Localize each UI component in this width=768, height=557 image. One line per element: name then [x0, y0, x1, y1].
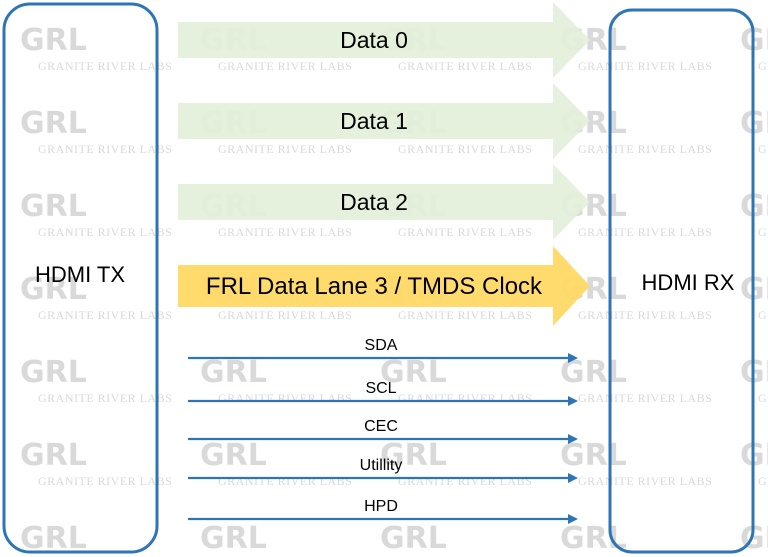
watermark-text: GRANITE RIVER LABS: [398, 474, 532, 488]
watermark-text: GRANITE RIVER LABS: [578, 474, 712, 488]
lane-label-0: Data 0: [340, 27, 408, 53]
watermark-text: GRANITE RIVER LABS: [38, 308, 172, 322]
signal-label-hpd: HPD: [364, 498, 398, 515]
watermark-logo: GRL: [20, 438, 87, 473]
watermark-logo: GRL: [380, 521, 447, 556]
watermark-text: GRANITE RIVER LABS: [38, 59, 172, 73]
lane-label-2: Data 2: [340, 189, 408, 215]
watermark-text: GRANITE RIVER LABS: [758, 59, 768, 73]
lane-label-1: Data 1: [340, 108, 408, 134]
watermark-text: GRANITE RIVER LABS: [758, 308, 768, 322]
watermark-text: GRANITE RIVER LABS: [578, 391, 712, 405]
signal-arrowhead: [568, 353, 578, 363]
watermark-text: GRANITE RIVER LABS: [38, 474, 172, 488]
watermark-text: GRANITE RIVER LABS: [218, 142, 352, 156]
watermark-text: GRANITE RIVER LABS: [218, 474, 352, 488]
watermark-text: GRANITE RIVER LABS: [398, 142, 532, 156]
signal-label-scl: SCL: [365, 380, 396, 397]
watermark-logo: GRL: [20, 272, 87, 307]
watermark-logo: GRL: [20, 521, 87, 556]
watermark-text: GRANITE RIVER LABS: [758, 474, 768, 488]
watermark-text: GRANITE RIVER LABS: [38, 225, 172, 239]
watermark-text: GRANITE RIVER LABS: [218, 59, 352, 73]
watermark-logo: GRL: [200, 521, 267, 556]
watermark-logo: GRL: [20, 23, 87, 58]
lane-arrow-1: [178, 83, 590, 159]
watermark-logo: GRL: [380, 438, 447, 473]
tx-box-label: HDMI TX: [35, 262, 125, 287]
watermark-text: GRANITE RIVER LABS: [218, 308, 352, 322]
watermark-text: GRANITE RIVER LABS: [398, 391, 532, 405]
lane-arrows: Data 0 Data 1 Data 2 FRL Data Lane 3 / TMDS…: [178, 2, 590, 326]
watermark-text: GRANITE RIVER LABS: [398, 308, 532, 322]
lane-arrow-3: [178, 246, 590, 326]
watermark-text: GRANITE RIVER LABS: [578, 59, 712, 73]
watermark-text: GRANITE RIVER LABS: [758, 391, 768, 405]
watermark-logo: GRL: [380, 355, 447, 390]
watermark-logo: GRL: [200, 438, 267, 473]
signal-label-cec: CEC: [364, 418, 398, 435]
signal-arrowhead: [568, 434, 578, 444]
tx-box: [2, 2, 159, 554]
watermark-logo: GRL: [20, 189, 87, 224]
watermark-text: GRANITE RIVER LABS: [758, 142, 768, 156]
lane-arrow-0: [178, 2, 590, 78]
watermark-logo: GRL: [20, 355, 87, 390]
watermark-text: GRANITE RIVER LABS: [578, 142, 712, 156]
signal-arrowhead: [568, 473, 578, 483]
watermark-text: GRANITE RIVER LABS: [398, 59, 532, 73]
signal-label-utillity: Utillity: [360, 457, 403, 474]
watermark-logo: GRL: [200, 355, 267, 390]
watermark-text: GRANITE RIVER LABS: [398, 225, 532, 239]
lane-arrow-2: [178, 164, 590, 240]
watermark-text: GRANITE RIVER LABS: [578, 225, 712, 239]
lane-label-3: FRL Data Lane 3 / TMDS Clock: [206, 273, 543, 300]
watermark-logo: GRL: [560, 521, 627, 556]
signal-arrowhead: [568, 514, 578, 524]
watermark-text: GRANITE RIVER LABS: [38, 391, 172, 405]
watermark-logo: GRL: [560, 438, 627, 473]
watermark-text: GRANITE RIVER LABS: [38, 142, 172, 156]
watermark-text: GRANITE RIVER LABS: [218, 391, 352, 405]
watermark-text: GRANITE RIVER LABS: [758, 225, 768, 239]
watermark-logo: GRL: [20, 106, 87, 141]
rx-box-label: HDMI RX: [642, 270, 735, 295]
signal-arrowhead: [568, 396, 578, 406]
watermark-text: GRANITE RIVER LABS: [218, 225, 352, 239]
watermark-text: GRANITE RIVER LABS: [578, 308, 712, 322]
signal-label-sda: SDA: [365, 337, 398, 354]
rx-box: [608, 8, 755, 554]
